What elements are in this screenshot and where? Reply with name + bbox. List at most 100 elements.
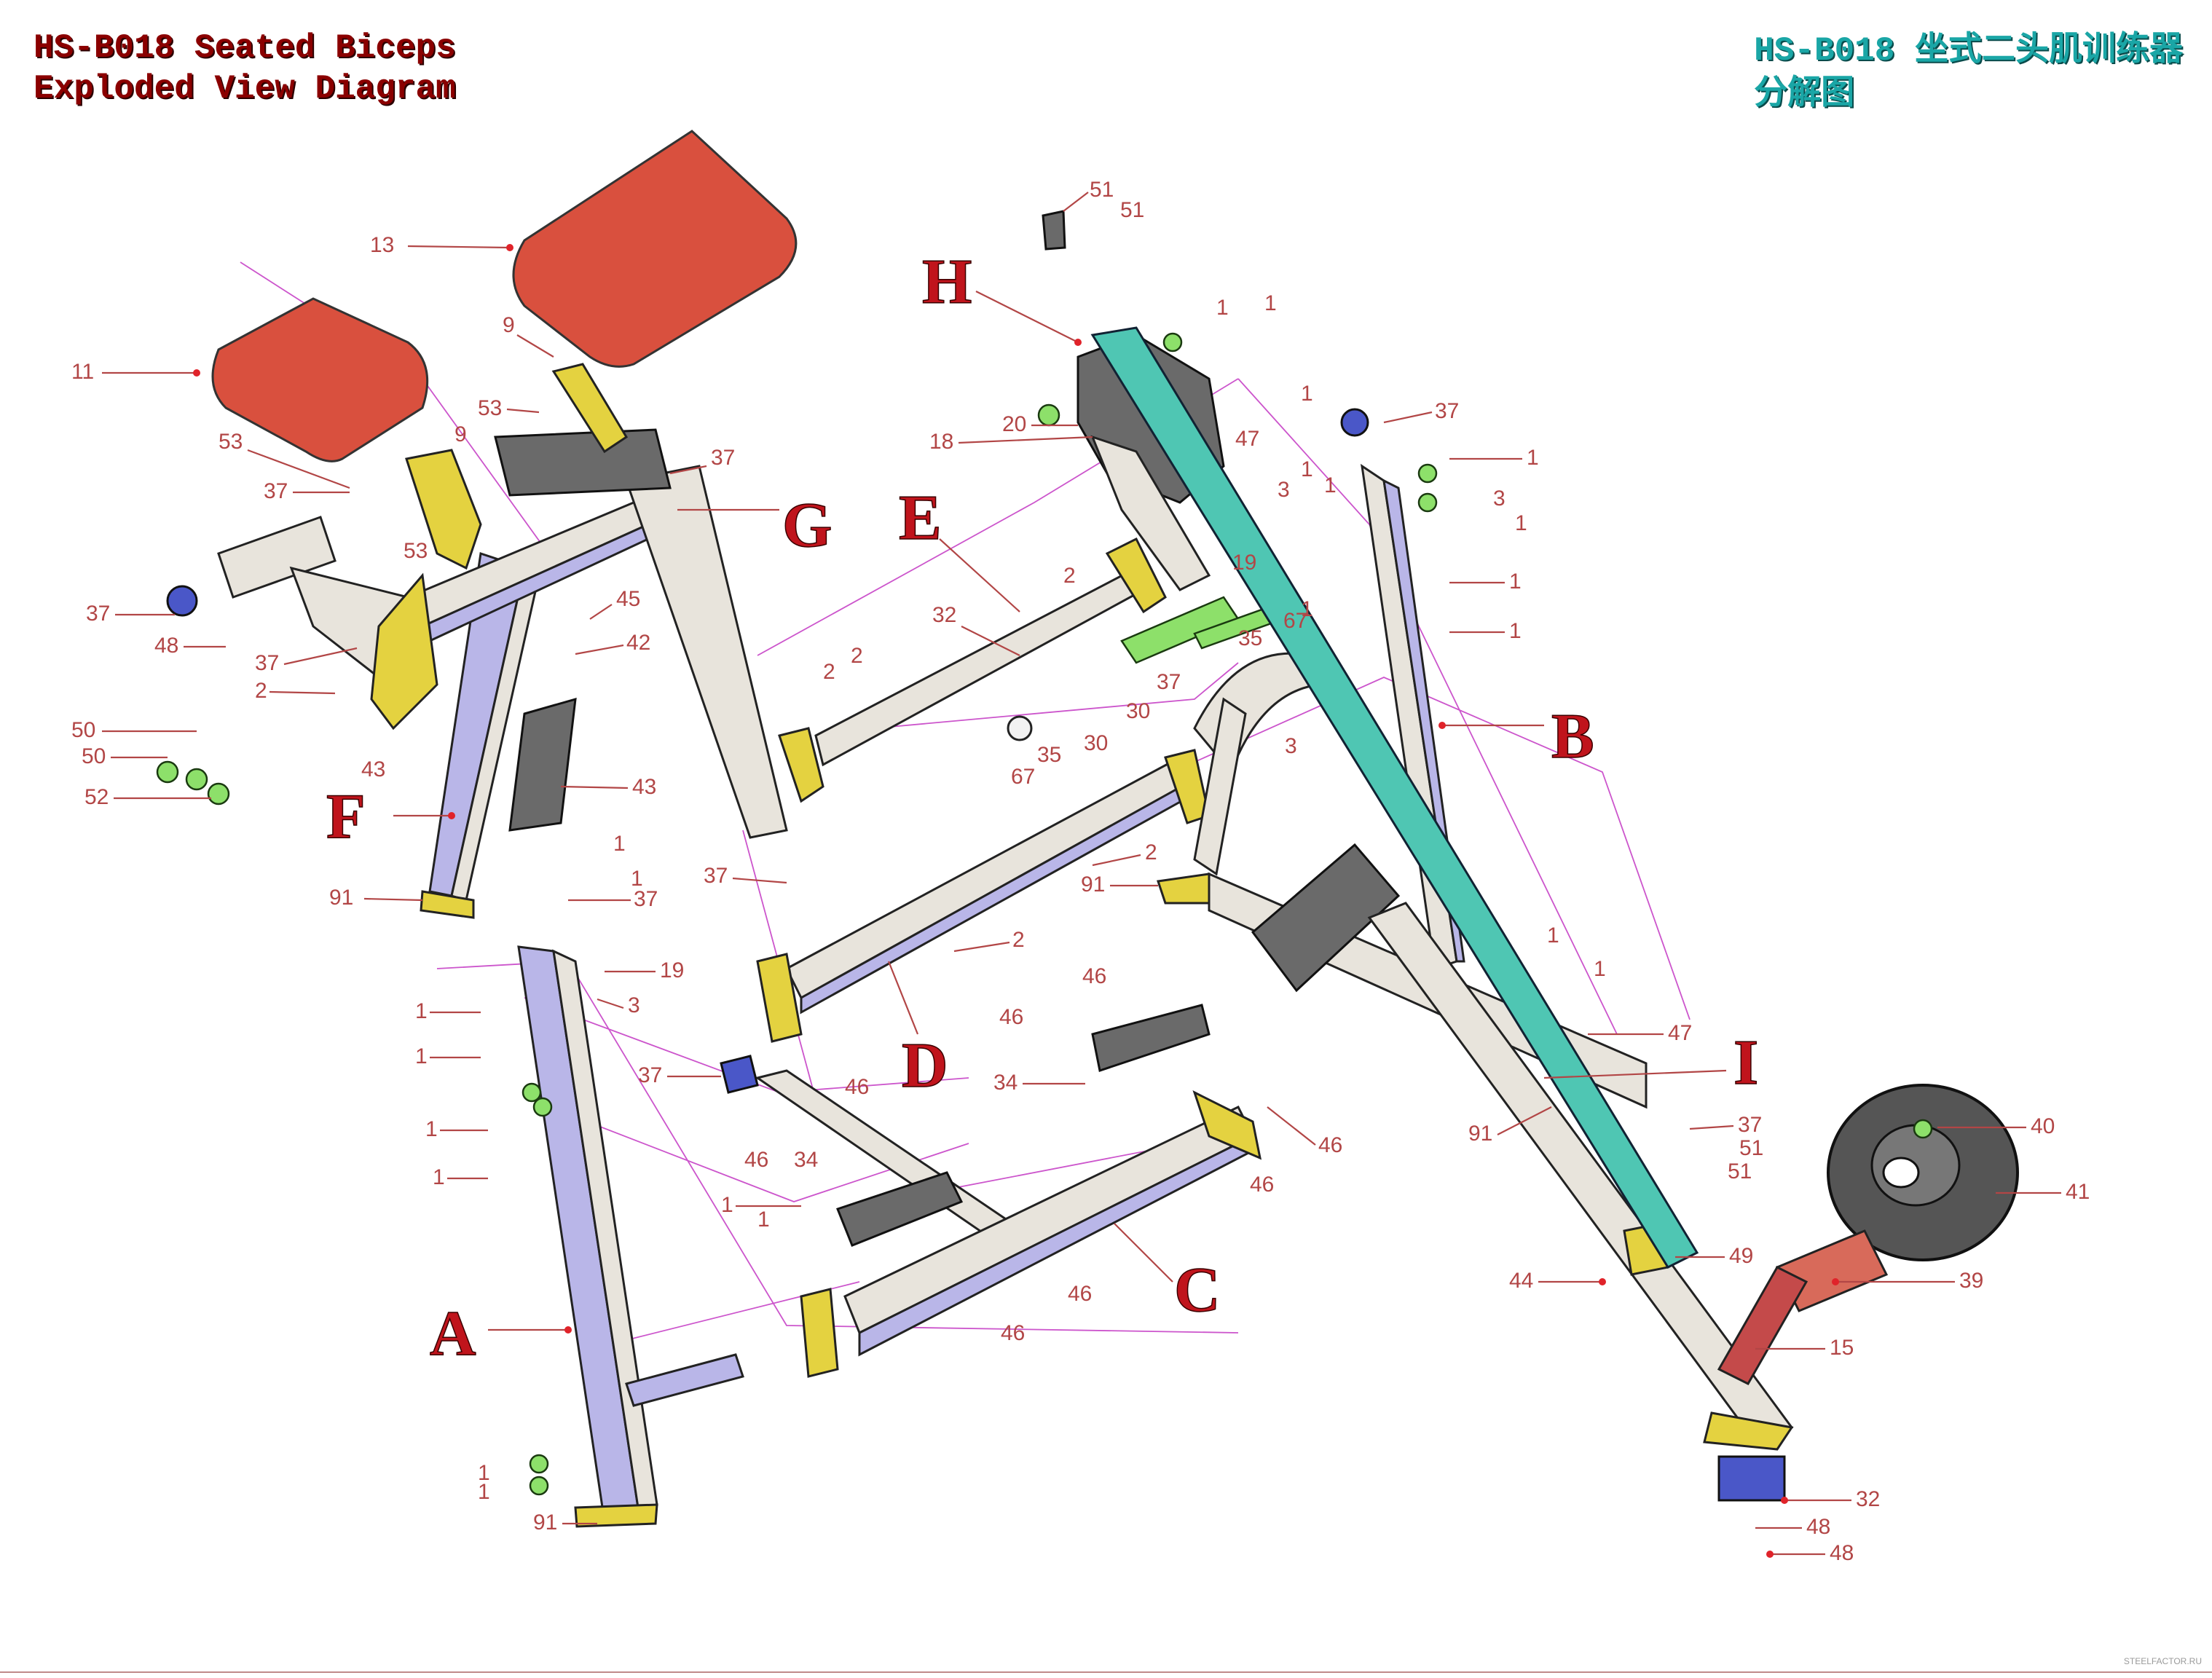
label-1-a1: 1: [415, 999, 428, 1023]
label-51-i-b: 51: [1728, 1159, 1752, 1183]
label-3-b2: 3: [1285, 734, 1297, 758]
label-19-a: 19: [660, 958, 684, 982]
label-37-g: 37: [711, 446, 735, 470]
label-44: 44: [1509, 1269, 1533, 1293]
label-15: 15: [1830, 1336, 1854, 1360]
assembly-letter-h: H: [922, 247, 972, 318]
label-43-mid: 43: [632, 775, 656, 799]
label-1-h3: 1: [1301, 382, 1313, 406]
label-50-a: 50: [71, 718, 95, 742]
label-9-mid: 9: [454, 422, 467, 446]
label-37-left-mid: 37: [86, 602, 110, 626]
label-19-b: 19: [1232, 551, 1256, 575]
label-45: 45: [616, 587, 640, 611]
label-91-b: 91: [1468, 1122, 1492, 1146]
label-91-f: 91: [329, 886, 353, 910]
label-37-i: 37: [1738, 1113, 1762, 1137]
label-48-i2: 48: [1830, 1541, 1854, 1565]
label-30-b: 30: [1084, 731, 1108, 755]
label-35-b: 35: [1037, 743, 1061, 767]
label-34-c: 34: [794, 1148, 818, 1172]
label-1-b-mid2: 1: [1324, 473, 1337, 497]
label-37-b-top: 37: [1435, 399, 1459, 423]
assembly-letter-g: G: [782, 490, 832, 561]
label-1-c1: 1: [721, 1193, 733, 1217]
title-chinese-line2: 分解图: [1754, 76, 1855, 114]
label-53-left: 53: [219, 430, 243, 454]
label-37-left-top: 37: [264, 479, 288, 503]
label-51-i-a: 51: [1739, 1136, 1763, 1160]
frame-i-leg: [1367, 902, 1794, 1502]
label-48-i1: 48: [1806, 1515, 1830, 1539]
label-1-b-mid: 1: [1301, 597, 1313, 621]
label-1-a5: 1: [478, 1461, 490, 1485]
seat-pads: [211, 130, 798, 462]
label-34-c2: 34: [993, 1071, 1018, 1095]
watermark: STEELFACTOR.RU: [2123, 1656, 2202, 1666]
label-2-d2: 2: [1145, 840, 1157, 864]
label-40: 40: [2031, 1114, 2055, 1138]
part-labels: 13 11 9 9 53 53 53 37 37 37 37 48 2 50 5…: [71, 178, 2090, 1565]
label-46-c1: 46: [845, 1075, 869, 1099]
label-1-f-a: 1: [613, 832, 626, 856]
label-1-b4: 1: [1509, 619, 1522, 643]
label-46-c8: 46: [1250, 1173, 1274, 1197]
label-91-a: 91: [533, 1510, 557, 1535]
label-37-d: 37: [704, 864, 728, 888]
label-9-top: 9: [503, 313, 515, 337]
bolts: [156, 332, 1933, 1496]
label-51-top-b: 51: [1120, 198, 1144, 222]
label-1-h: 1: [1216, 296, 1229, 320]
label-46-c2: 46: [744, 1148, 768, 1172]
label-46-c3: 46: [1068, 1282, 1092, 1306]
label-1-b2: 1: [1515, 511, 1527, 535]
label-49: 49: [1729, 1244, 1753, 1268]
label-37-c: 37: [638, 1063, 662, 1087]
label-11: 11: [71, 360, 94, 384]
assembly-letter-i: I: [1733, 1028, 1758, 1098]
label-47-top: 47: [1235, 427, 1259, 451]
label-20: 20: [1002, 412, 1026, 436]
title-english-line2: Exploded View Diagram: [34, 70, 456, 108]
label-3-b3: 3: [1493, 487, 1506, 511]
label-46-c4: 46: [1001, 1321, 1025, 1345]
label-52: 52: [84, 785, 109, 809]
label-2-e1: 2: [1063, 564, 1076, 588]
title-chinese: HS-B018 坐式二头肌训练器 分解图: [1754, 29, 2183, 117]
label-35-a: 35: [1238, 626, 1262, 650]
label-37-left-low: 37: [255, 651, 279, 675]
frame-f-g: [217, 363, 788, 919]
label-1-b1: 1: [1527, 446, 1539, 470]
frame-c-base: [720, 1004, 1262, 1378]
assembly-letter-a: A: [430, 1299, 476, 1369]
label-50-b: 50: [82, 744, 106, 768]
label-48-left: 48: [154, 634, 178, 658]
letter-leaders: [393, 291, 1727, 1331]
weight-horn: [1717, 1084, 2019, 1385]
frame-a-post: [517, 945, 744, 1528]
label-53-center: 53: [404, 539, 428, 563]
label-1-h4: 1: [1301, 457, 1313, 481]
label-1-i1: 1: [1547, 923, 1559, 948]
label-67-b: 67: [1283, 609, 1307, 633]
title-chinese-line1: HS-B018 坐式二头肌训练器: [1754, 32, 2183, 70]
label-39: 39: [1959, 1269, 1983, 1293]
label-13: 13: [370, 233, 394, 257]
label-37-e: 37: [1157, 670, 1181, 694]
arm-pad-11: [211, 297, 429, 462]
label-30-a: 30: [1126, 699, 1150, 723]
title-english-line1: HS-B018 Seated Biceps: [34, 29, 456, 67]
label-1-i2: 1: [1594, 957, 1606, 981]
label-46-c5: 46: [1082, 964, 1106, 988]
label-67-a: 67: [1011, 765, 1035, 789]
label-3-a: 3: [628, 993, 640, 1017]
leader-dots: [193, 244, 1839, 1558]
arm-pad-13: [512, 130, 798, 368]
label-1-h2: 1: [1264, 291, 1277, 315]
label-1-b3: 1: [1509, 570, 1522, 594]
label-1-c2: 1: [757, 1208, 770, 1232]
label-1-a2: 1: [415, 1044, 428, 1068]
label-1-a3: 1: [425, 1117, 438, 1141]
label-2-e3: 2: [851, 644, 863, 668]
label-2-d: 2: [1012, 928, 1025, 952]
